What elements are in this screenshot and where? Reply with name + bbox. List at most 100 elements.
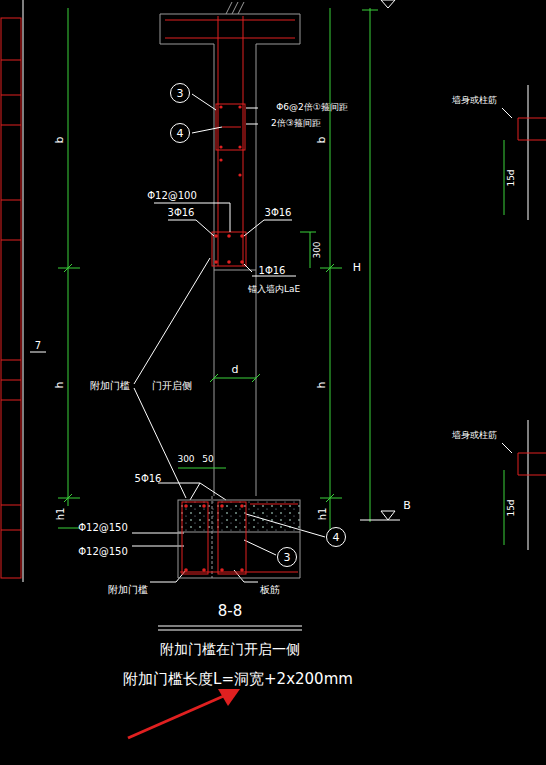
rebar-dot	[219, 105, 222, 108]
dim-tick	[326, 494, 334, 502]
annotation-text: 门开启侧	[152, 380, 192, 391]
tie	[222, 127, 241, 128]
dim-tick	[326, 264, 334, 272]
leader-line	[502, 443, 512, 453]
pointer-arrow	[128, 695, 226, 738]
dim-line	[370, 8, 371, 522]
ground-mark	[360, 0, 400, 520]
rebar-dot	[214, 234, 218, 238]
panel-line	[1, 95, 21, 96]
dimensions	[58, 8, 378, 530]
annotation-text: 2倍③箍间距	[271, 119, 321, 129]
annotation-text: 附加门槛长度L=洞宽+2x200mm	[123, 671, 353, 688]
leader-line	[158, 483, 200, 484]
stirrup	[182, 502, 208, 574]
rebar-dot	[220, 568, 224, 572]
rebar-dot	[238, 145, 241, 148]
rebar-dot	[227, 260, 231, 264]
annotation-text: 墙身或柱筋	[452, 431, 497, 441]
detail-rebar	[518, 118, 546, 475]
leader-line	[252, 276, 296, 277]
concrete-slab	[178, 500, 300, 532]
leader-line	[134, 258, 210, 384]
mark-line	[30, 352, 46, 353]
panel-line	[1, 200, 21, 201]
rebar-dot	[240, 504, 244, 508]
dim-line	[504, 470, 505, 545]
dim-line	[310, 232, 311, 268]
rebar	[165, 38, 295, 39]
rebar-dot	[220, 504, 224, 508]
rebar	[243, 16, 244, 266]
dim-ext	[362, 10, 378, 11]
annotation-text: 3Φ16	[168, 207, 195, 218]
dimension-text: h	[54, 382, 66, 389]
leader-line	[192, 127, 222, 133]
dimension-text: b	[54, 137, 66, 144]
annotation-text: 附加门槛	[90, 380, 130, 391]
callout-number: 3	[177, 88, 184, 99]
dim-tick	[64, 494, 72, 502]
panel-line	[1, 125, 21, 126]
dimension-text: h1	[55, 508, 66, 521]
rebar-dot	[219, 145, 222, 148]
callout-circle: 3	[277, 547, 297, 567]
detail-dims	[504, 140, 505, 545]
dim-ext	[300, 232, 316, 233]
wall-line	[528, 85, 529, 220]
annotation-text: 3Φ16	[265, 207, 292, 218]
edge	[178, 578, 300, 579]
callout-circle: 4	[326, 527, 346, 547]
slab-edge	[300, 14, 301, 44]
callout-number: 3	[284, 552, 291, 563]
rebar-dot	[184, 568, 188, 572]
side-panel	[1, 18, 21, 578]
rebar-dot	[219, 158, 222, 161]
annotation-text: Φ6@2倍①箍间距	[276, 103, 348, 113]
dim-line	[214, 378, 256, 379]
leader-line	[134, 388, 186, 498]
title-underline	[158, 626, 302, 627]
panel-line	[1, 240, 21, 241]
leader-line	[192, 94, 216, 110]
panel-line	[1, 530, 21, 531]
dim-tick	[252, 374, 260, 382]
edge	[300, 532, 301, 578]
dimension-text: 15d	[507, 169, 517, 186]
annotation-text: B	[403, 500, 411, 512]
panel-lines	[1, 60, 21, 530]
threshold-bars	[184, 504, 244, 572]
slab-bar	[250, 504, 298, 505]
rebar-dot	[202, 568, 206, 572]
leader-line	[246, 108, 258, 109]
dimension-text: 15d	[507, 499, 517, 516]
annotation-text: 5Φ16	[135, 473, 162, 484]
annotation-text: 附加门槛	[108, 584, 148, 595]
panel-line	[1, 380, 21, 381]
annotation-text: 1Φ16	[259, 265, 286, 276]
rebar-dot	[238, 173, 241, 176]
leader-line	[200, 483, 226, 500]
annotation-text: 附加门槛在门开启一侧	[160, 642, 300, 657]
break-mark	[238, 2, 244, 14]
dimension-text: h	[316, 382, 328, 389]
panel-line	[1, 505, 21, 506]
slab-edge	[160, 14, 161, 44]
rebar-dot	[202, 504, 206, 508]
dim-ext	[58, 528, 80, 529]
leader-line	[244, 540, 276, 555]
leader-line	[246, 124, 258, 125]
rebar-dot	[240, 234, 244, 238]
level-triangle	[381, 511, 395, 520]
panel-line	[1, 60, 21, 61]
annotation-text: 7	[35, 340, 41, 351]
dimension-text: h1	[317, 508, 328, 521]
callout-number: 4	[333, 532, 340, 543]
slab-rebar	[165, 20, 295, 38]
slab-edge	[256, 44, 300, 45]
annotation-text: 50	[202, 455, 213, 465]
break-mark	[232, 2, 238, 14]
dim-tick	[64, 264, 72, 272]
panel-line	[1, 360, 21, 361]
leaders	[132, 94, 325, 582]
